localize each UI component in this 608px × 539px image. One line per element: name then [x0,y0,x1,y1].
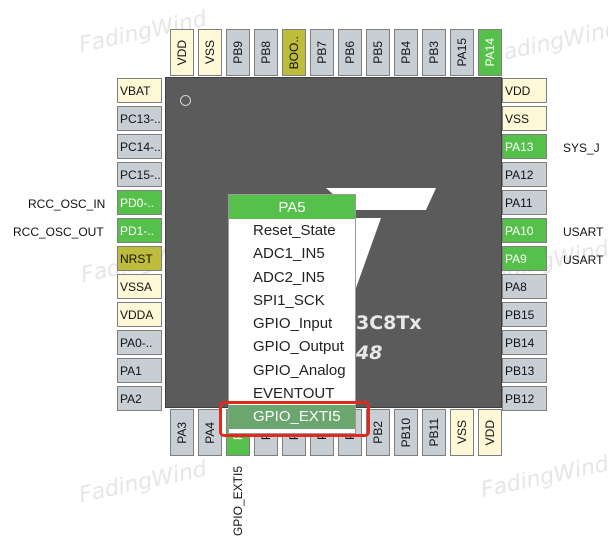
watermark: FadingWind [478,451,608,504]
pin-bottom-pa4[interactable]: PA4 [198,409,222,456]
pin-left-vbat[interactable]: VBAT [117,78,162,103]
pin-right-pa11[interactable]: PA11 [502,190,547,215]
pin-bottom-vdd[interactable]: VDD [478,409,502,456]
highlight-annotation [219,401,370,437]
chip-part-number: 3C8Tx [356,312,422,334]
menu-item-spi1-sck[interactable]: SPI1_SCK [253,291,325,309]
pin-top-pb6[interactable]: PB6 [338,29,362,76]
menu-item-adc2-in5[interactable]: ADC2_IN5 [253,268,325,286]
pin-top-pb3[interactable]: PB3 [422,29,446,76]
pin-top-vdd[interactable]: VDD [170,29,194,76]
label-usart-rx: USART [563,253,604,267]
label-sys-jtag: SYS_J [563,141,600,155]
pin-right-pa13[interactable]: PA13 [502,134,547,159]
pin-right-pb14[interactable]: PB14 [502,330,547,355]
menu-header: PA5 [229,195,355,219]
pin-top-pb4[interactable]: PB4 [394,29,418,76]
pin-bottom-pa3[interactable]: PA3 [170,409,194,456]
menu-item-gpio-input[interactable]: GPIO_Input [253,315,333,333]
pin-right-pb15[interactable]: PB15 [502,302,547,327]
pin-left-pc15[interactable]: PC15-.. [117,162,162,187]
pin-top-boot0[interactable]: BOO.. [282,29,306,76]
pin-right-vss[interactable]: VSS [502,106,547,131]
chip-package: 48 [356,342,383,364]
pin-bottom-pb10[interactable]: PB10 [394,409,418,456]
menu-item-reset-state[interactable]: Reset_State [253,222,336,239]
menu-item-eventout[interactable]: EVENTOUT [253,385,335,403]
pin-right-pb13[interactable]: PB13 [502,358,547,383]
watermark: FadingWind [488,16,608,69]
label-gpio-exti5: GPIO_EXTI5 [231,466,245,537]
pin-bottom-pb11[interactable]: PB11 [422,409,446,456]
pin-right-pa12[interactable]: PA12 [502,162,547,187]
pin-left-vssa[interactable]: VSSA [117,274,162,299]
menu-item-gpio-exti5[interactable]: GPIO_EXTI5 [229,405,355,429]
pin-left-pa2[interactable]: PA2 [117,386,162,411]
pin-right-vdd[interactable]: VDD [502,78,547,103]
pin-top-pb8[interactable]: PB8 [254,29,278,76]
pin-right-pa9[interactable]: PA9 [502,246,547,271]
pin-left-pa0[interactable]: PA0-.. [117,330,162,355]
pin-bottom-vss[interactable]: VSS [450,409,474,456]
pin-top-vss[interactable]: VSS [198,29,222,76]
pin-left-vdda[interactable]: VDDA [117,302,162,327]
watermark: FadingWind [76,456,210,509]
pin-left-pd0[interactable]: PD0-.. [117,190,162,215]
menu-item-adc1-in5[interactable]: ADC1_IN5 [253,245,325,263]
pin-left-pc14[interactable]: PC14-.. [117,134,162,159]
pin-top-pb9[interactable]: PB9 [226,29,250,76]
pin-right-pa10[interactable]: PA10 [502,218,547,243]
pin-top-pb5[interactable]: PB5 [366,29,390,76]
label-rcc-osc-in: RCC_OSC_IN [28,197,106,211]
pin-bottom-pb2[interactable]: PB2 [366,409,390,456]
pin-left-pd1[interactable]: PD1-.. [117,218,162,243]
pin-top-pa15[interactable]: PA15 [450,29,474,76]
menu-item-gpio-output[interactable]: GPIO_Output [253,338,344,356]
label-usart-tx: USART [563,225,604,239]
pin-top-pb7[interactable]: PB7 [310,29,334,76]
pin-left-nrst[interactable]: NRST [117,246,162,271]
pin-context-menu: PA5 Reset_State ADC1_IN5 ADC2_IN5 SPI1_S… [228,194,356,434]
menu-item-gpio-analog[interactable]: GPIO_Analog [253,361,346,379]
pin1-marker [180,95,191,106]
pin-left-pc13[interactable]: PC13-.. [117,106,162,131]
label-rcc-osc-out: RCC_OSC_OUT [13,225,104,239]
pin-right-pa8[interactable]: PA8 [502,274,547,299]
pin-right-pb12[interactable]: PB12 [502,386,547,411]
pin-left-pa1[interactable]: PA1 [117,358,162,383]
pin-top-pa14[interactable]: PA14 [478,29,502,76]
